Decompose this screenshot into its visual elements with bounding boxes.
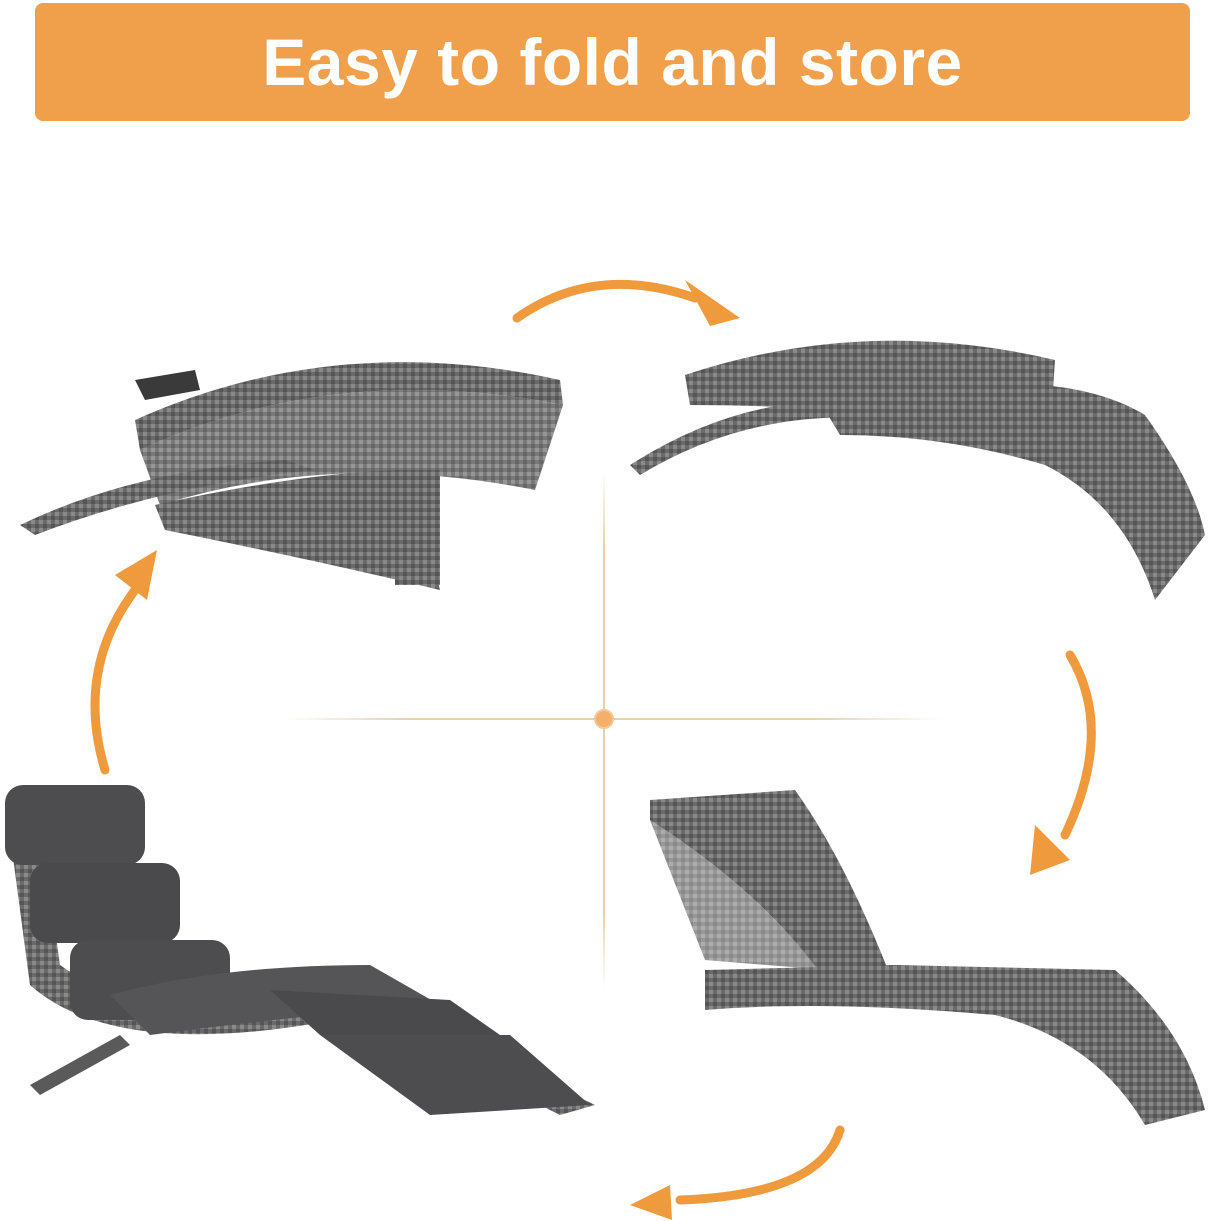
chair-with-cushion-image bbox=[5, 785, 595, 1115]
center-marker-icon bbox=[594, 709, 614, 729]
arrow-right-down-icon bbox=[1030, 650, 1096, 875]
chair-half-folded-image bbox=[630, 340, 1205, 600]
arrow-left-up-icon bbox=[90, 550, 157, 775]
divider-vertical bbox=[603, 470, 605, 990]
banner-title: Easy to fold and store bbox=[262, 25, 963, 99]
chair-unfolded-image bbox=[650, 790, 1205, 1125]
arrow-top-right-icon bbox=[512, 279, 740, 326]
chair-folded-image bbox=[20, 362, 563, 590]
arrow-bottom-left-icon bbox=[630, 1125, 845, 1220]
title-banner: Easy to fold and store bbox=[35, 3, 1190, 121]
